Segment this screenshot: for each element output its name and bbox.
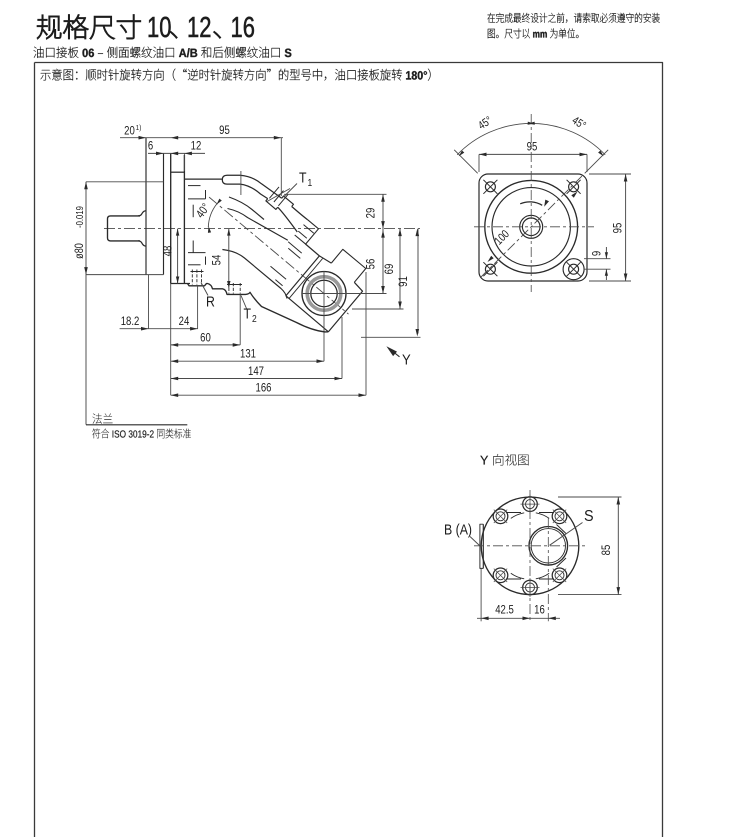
svg-text:10: 10 [147, 12, 171, 43]
svg-text:131: 131 [240, 348, 256, 361]
svg-text:24: 24 [179, 315, 190, 328]
svg-text:2: 2 [252, 313, 257, 324]
svg-text:1): 1) [136, 125, 142, 133]
svg-text:1: 1 [308, 177, 313, 188]
svg-text:69: 69 [383, 264, 396, 275]
svg-text:56: 56 [365, 259, 378, 270]
svg-text:85: 85 [600, 545, 613, 556]
svg-text:T: T [299, 170, 307, 186]
svg-text:12: 12 [191, 140, 202, 153]
svg-text:91: 91 [397, 276, 410, 287]
svg-text:16: 16 [534, 604, 545, 617]
svg-text:Y: Y [402, 352, 411, 368]
svg-text:16: 16 [231, 12, 255, 43]
svg-text:S: S [584, 507, 594, 525]
svg-text:T: T [244, 306, 252, 322]
svg-text:20: 20 [124, 125, 135, 138]
svg-text:54: 54 [211, 255, 224, 266]
svg-text:48: 48 [162, 246, 175, 257]
svg-text:42.5: 42.5 [495, 604, 514, 617]
svg-text:18.2: 18.2 [121, 315, 140, 328]
svg-text:45°: 45° [476, 115, 494, 133]
svg-text:60: 60 [200, 331, 211, 344]
svg-text:95: 95 [219, 124, 230, 137]
svg-text:29: 29 [365, 208, 378, 219]
svg-text:12: 12 [187, 12, 211, 43]
svg-text:166: 166 [256, 382, 272, 395]
svg-text:R: R [206, 294, 215, 310]
svg-text:ø80: ø80 [74, 243, 86, 259]
svg-text:95: 95 [527, 141, 538, 154]
svg-text:6: 6 [148, 140, 153, 153]
svg-text:45°: 45° [569, 115, 587, 133]
svg-text:9: 9 [591, 251, 604, 256]
svg-text:147: 147 [248, 365, 264, 378]
svg-text:95: 95 [612, 223, 625, 234]
svg-text:B (A): B (A) [444, 522, 472, 538]
svg-text:-0.019: -0.019 [74, 206, 85, 228]
